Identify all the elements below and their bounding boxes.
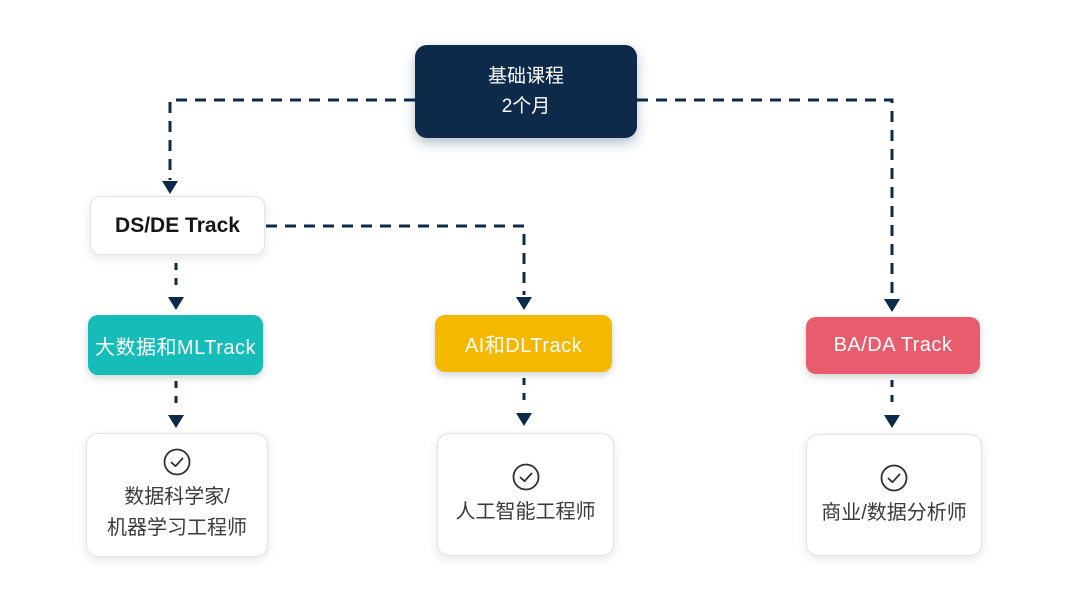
arrowhead-bigdata-to-career (168, 415, 184, 428)
node-ba-da-track: BA/DA Track (806, 317, 980, 374)
card-ai-engineer: 人工智能工程师 (437, 433, 614, 556)
check-circle-icon (161, 446, 193, 478)
node-ai-dl-track: AI和DLTrack (435, 315, 612, 372)
career-label-line2: 机器学习工程师 (107, 517, 247, 539)
node-foundation-course: 基础课程 2个月 (415, 45, 637, 138)
career-label-line1: 数据科学家/ (124, 486, 230, 508)
career-label: 人工智能工程师 (455, 501, 596, 523)
node-bigdata-ml-track: 大数据和MLTrack (88, 315, 263, 375)
foundation-course-duration: 2个月 (501, 95, 551, 117)
career-label: 商业/数据分析师 (821, 501, 967, 524)
bigdata-ml-track-label: 大数据和MLTrack (94, 336, 257, 359)
arrowhead-aidl-to-career (516, 413, 532, 426)
connector-dsde-to-aidl (266, 224, 526, 295)
arrowhead-foundation-to-bada (884, 299, 900, 312)
connector-foundation-to-dsde (168, 98, 415, 180)
arrowhead-bada-to-career (884, 415, 900, 428)
card-data-scientist: 数据科学家/ 机器学习工程师 (86, 433, 268, 557)
card-business-analyst: 商业/数据分析师 (806, 434, 982, 556)
connector-foundation-to-bada (637, 98, 894, 297)
arrowhead-foundation-to-dsde (162, 181, 178, 194)
arrowhead-dsde-to-bigdata (168, 297, 184, 310)
dsde-track-label: DS/DE Track (115, 213, 240, 237)
foundation-course-title: 基础课程 (487, 65, 564, 87)
arrowhead-dsde-to-aidl (516, 297, 532, 310)
ba-da-track-label: BA/DA Track (833, 334, 953, 356)
check-circle-icon (510, 461, 542, 493)
check-circle-icon (878, 462, 910, 494)
node-dsde-track: DS/DE Track (90, 196, 265, 255)
ai-dl-track-label: AI和DLTrack (464, 335, 583, 357)
